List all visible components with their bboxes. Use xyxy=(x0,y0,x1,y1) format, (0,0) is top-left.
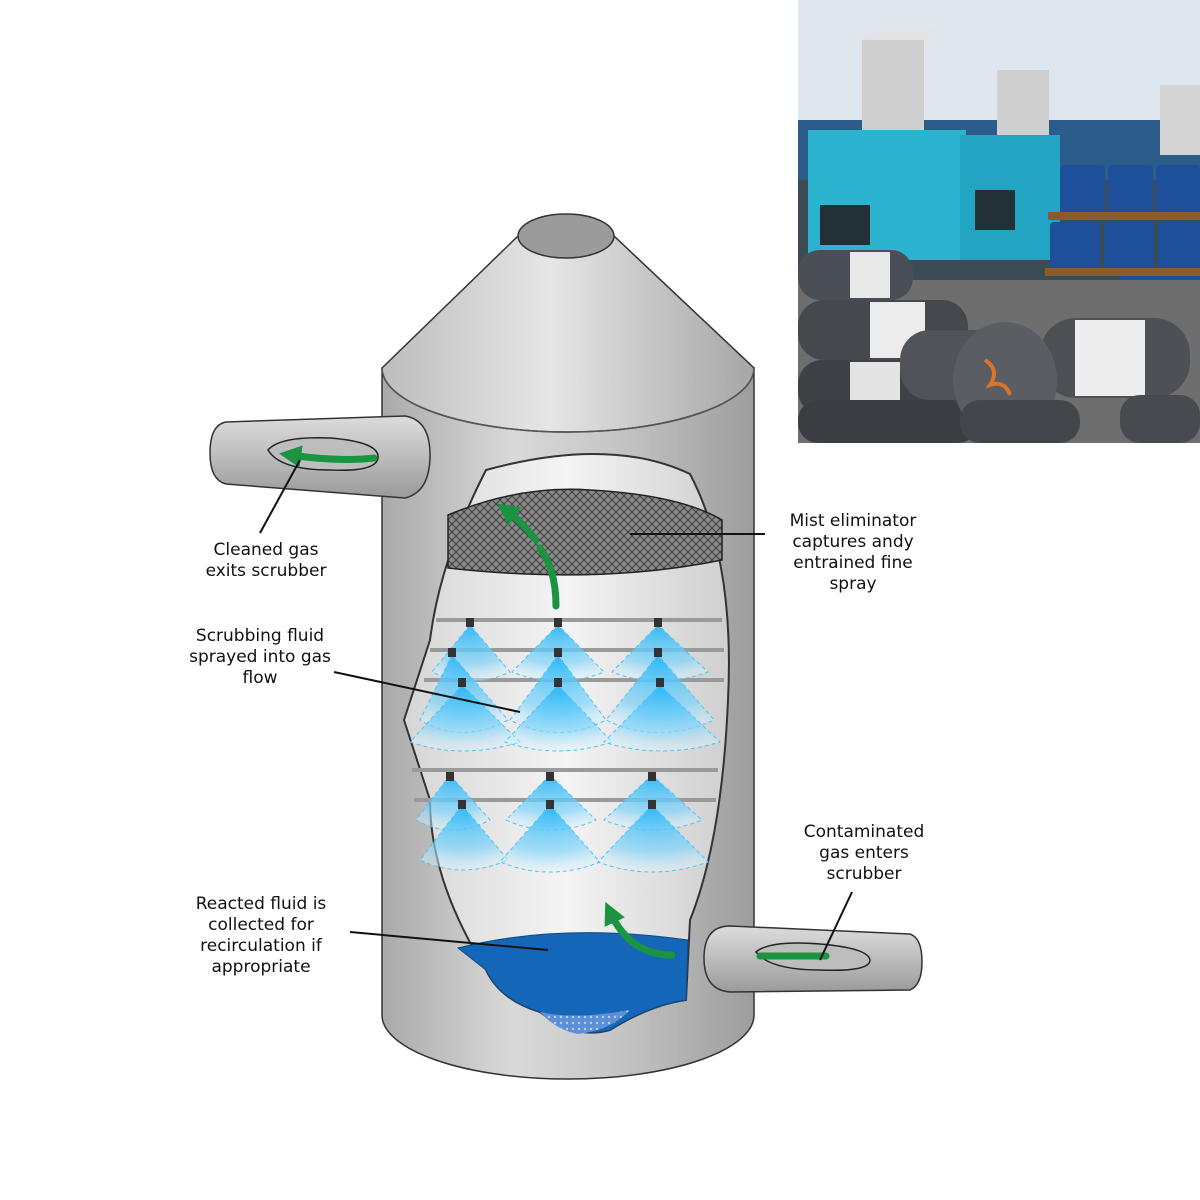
vessel-cutaway xyxy=(402,452,730,1034)
label-reacted-fluid: Reacted fluid is collected for recircula… xyxy=(195,894,327,977)
label-mist-eliminator: Mist eliminator captures andy entrained … xyxy=(789,511,917,594)
rising-flow-arrow xyxy=(604,901,676,959)
demister-flow-arrow xyxy=(536,544,560,610)
spray-nozzles xyxy=(446,618,664,809)
leader-contaminated-gas xyxy=(819,891,853,961)
label-contaminated-gas: Contaminated gas enters scrubber xyxy=(803,822,925,884)
outlet-stack-opening xyxy=(517,213,615,259)
outlet-flow-arrow xyxy=(278,445,378,468)
drain-mesh xyxy=(540,1010,630,1034)
gas-flow-arrows xyxy=(278,445,830,960)
top-flow-arrow xyxy=(496,503,540,544)
leader-reacted-fluid xyxy=(349,931,549,951)
leader-scrubbing-fluid xyxy=(333,671,521,713)
spray-cones xyxy=(409,624,721,873)
leader-lines xyxy=(259,459,853,961)
industrial-scrubbers-photo xyxy=(798,0,1200,443)
label-scrubbing-fluid: Scrubbing fluid sprayed into gas flow xyxy=(189,626,331,688)
liquid-sump xyxy=(456,932,689,1034)
label-cleaned-gas: Cleaned gas exits scrubber xyxy=(205,540,327,581)
leader-cleaned-gas xyxy=(259,459,301,534)
